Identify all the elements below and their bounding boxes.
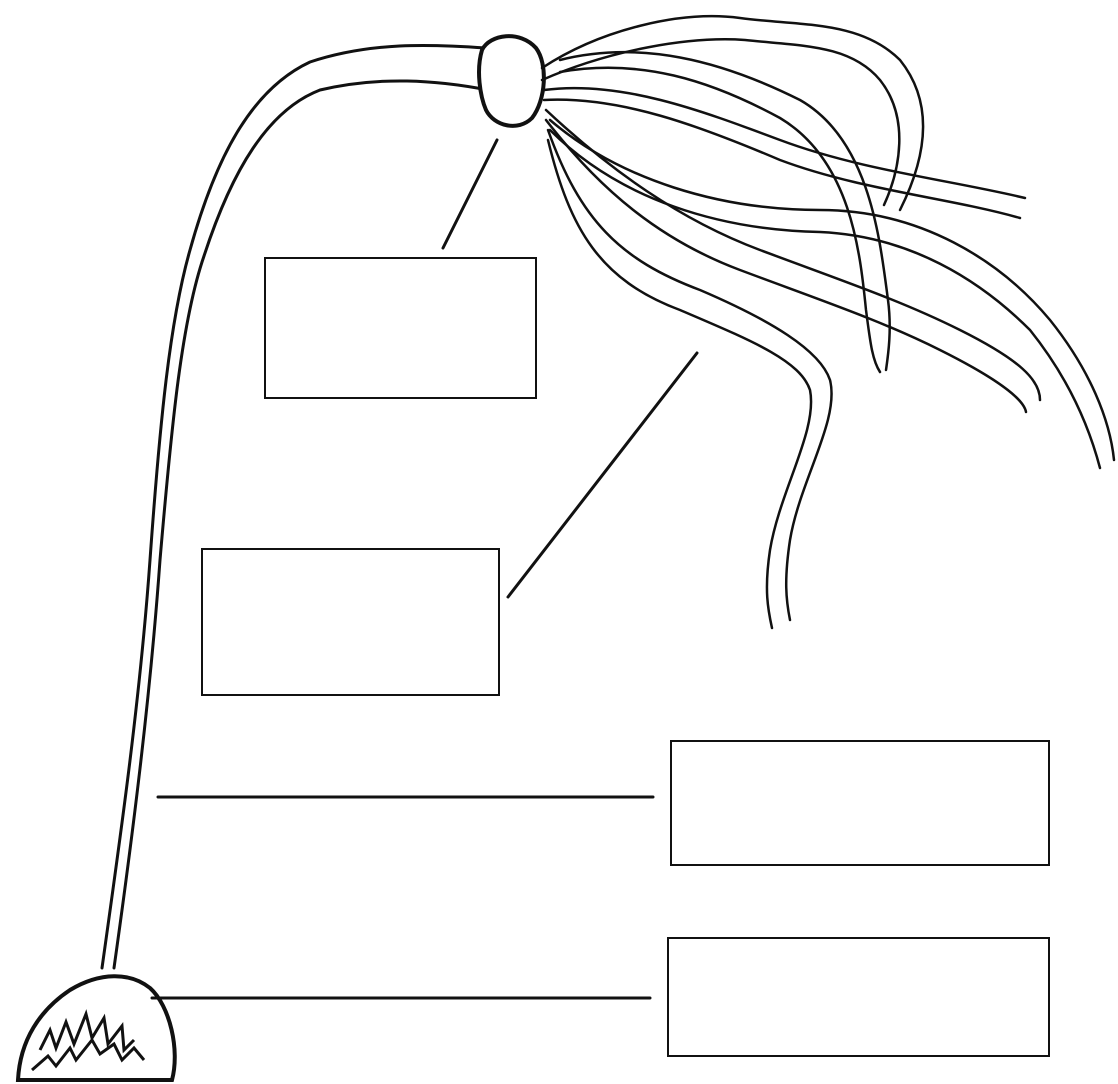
blade-3	[546, 110, 1040, 400]
label-box-holdfast[interactable]	[667, 937, 1050, 1057]
holdfast	[18, 976, 175, 1080]
bulb	[479, 36, 544, 126]
label-box-bulb[interactable]	[264, 257, 537, 399]
blade-4b	[548, 140, 811, 628]
blade-2b	[544, 100, 1020, 218]
label-box-blades[interactable]	[201, 548, 500, 696]
stipe-inner-edge	[114, 81, 488, 968]
blade-4	[548, 130, 832, 620]
stipe-outer-edge	[102, 45, 486, 968]
leader-line-bulb	[443, 140, 497, 248]
label-box-stipe[interactable]	[670, 740, 1050, 866]
